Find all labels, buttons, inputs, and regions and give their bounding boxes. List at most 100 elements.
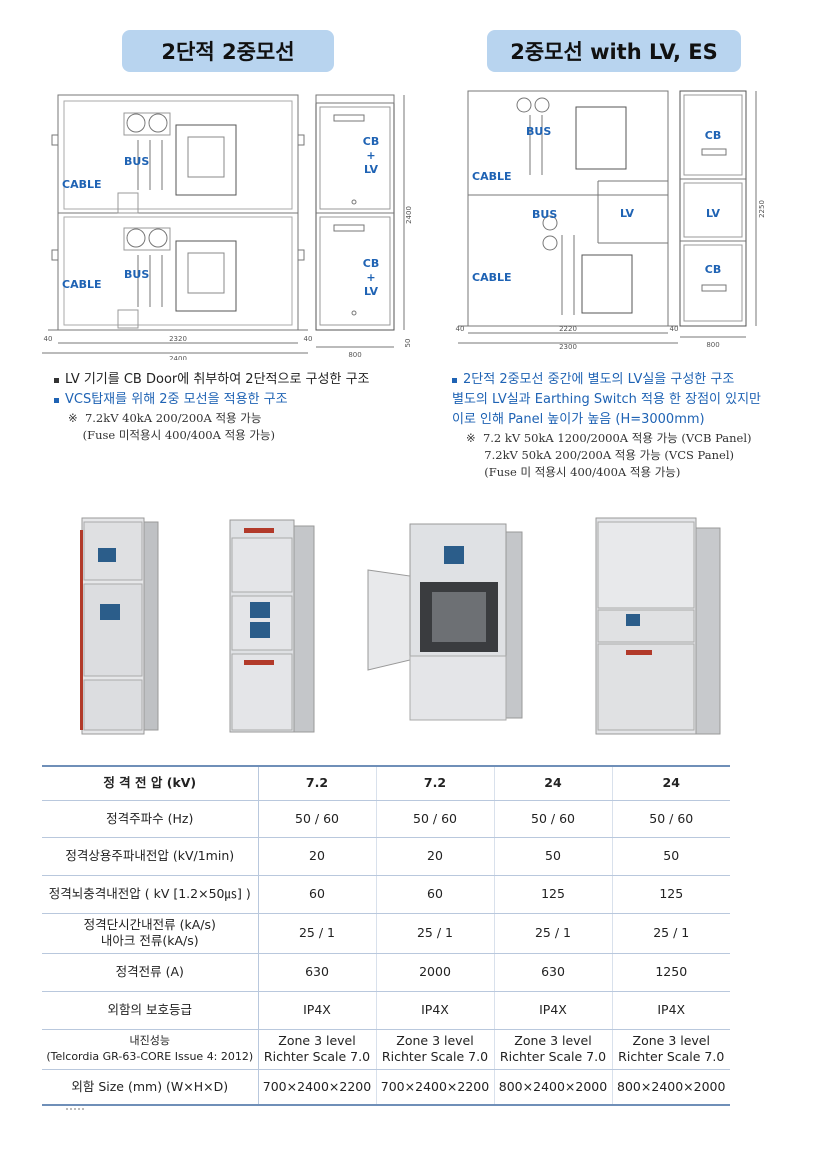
spec-cell: IP4X [375,991,494,1030]
spec-cell: 125 [493,875,612,914]
label-cb-bottom-3: LV [364,285,378,298]
label-cable-top: CABLE [62,178,102,191]
spec-cell: Zone 3 level Richter Scale 7.0 [258,1029,376,1070]
left-bullet-2: VCS탑재를 위해 2중 모선을 적용한 구조 [54,390,414,410]
r-label-lv-room: LV [620,207,634,220]
r-dim-depth: 800 [706,341,719,349]
dim-50: 50 [404,339,412,348]
left-notes: ※ 7.2kV 40kA 200/200A 적용 가능 (Fuse 미적용시 4… [68,411,276,442]
spec-cell: 630 [493,953,612,992]
spec-cell: IP4X [493,991,612,1030]
r-dim-height: 2250 [758,200,766,218]
spec-cell: 2000 [375,953,494,992]
spec-cell: 20 [375,837,494,876]
r-label-cb-top: CB [705,129,721,142]
r-dim-side-left: 40 [456,325,465,333]
label-cb-bottom-2: + [366,271,375,284]
spec-row: 내진성능 (Telcordia GR-63-CORE Issue 4: 2012… [42,1029,730,1070]
right-section-title: 2중모선 with LV, ES [487,30,741,72]
spec-cell: IP4X [258,991,376,1030]
spec-row-label: 정격뇌충격내전압 ( kV [1.2×50㎲] ) [42,875,259,914]
dim-width-inner: 2320 [169,335,187,343]
label-bus-top: BUS [124,155,149,168]
spec-cell: Zone 3 level Richter Scale 7.0 [375,1029,494,1070]
switchgear-photos [60,510,780,740]
spec-row-label: 정격단시간내전류 (kA/s) 내아크 전류(kA/s) [42,913,259,954]
spec-cell: 25 / 1 [375,913,494,954]
spec-cell: 50 [611,837,730,876]
panel-photo-4 [595,517,721,735]
spec-cell: 7.2 [258,765,376,801]
r-label-bus-top: BUS [526,125,551,138]
spec-cell: 50 / 60 [375,800,494,838]
spec-cell: 50 / 60 [258,800,376,838]
right-bullet-1-line-3: 이로 인해 Panel 높이가 높음 (H=3000mm) [452,412,705,427]
spec-row-label: 외함의 보호등급 [42,991,259,1030]
spec-cell: Zone 3 level Richter Scale 7.0 [611,1029,730,1070]
dim-height: 2400 [405,206,413,224]
label-cb-top-2: + [366,149,375,162]
r-dim-width-total: 2300 [559,343,577,350]
spec-cell: 630 [258,953,376,992]
dim-side-right: 40 [304,335,313,343]
spec-cell: 24 [611,765,730,801]
spec-cell: 800×2400×2000 [493,1069,612,1106]
label-cb-top-1: CB [363,135,379,148]
dim-depth: 800 [348,351,361,359]
label-cable-bottom: CABLE [62,278,102,291]
left-bullets: LV 기기를 CB Door에 취부하여 2단적으로 구성한 구조 VCS탑재를… [54,370,414,444]
left-technical-drawing: 2320 2400 40 40 800 2400 50 CABLE BUS CA… [38,85,418,360]
spec-cell: 20 [258,837,376,876]
r-label-cable-bottom: CABLE [472,271,512,284]
r-dim-side-right: 40 [670,325,679,333]
spec-row-label: 정격주파수 (Hz) [42,800,259,838]
spec-cell: 25 / 1 [493,913,612,954]
r-label-cb-bottom: CB [705,263,721,276]
spec-cell: 125 [611,875,730,914]
label-bus-bottom: BUS [124,268,149,281]
spec-row-label: 정격상용주파내전압 (kV/1min) [42,837,259,876]
spec-cell: 25 / 1 [611,913,730,954]
right-technical-drawing: 2220 2300 40 40 800 2250 BUS CABLE BUS C… [452,85,772,350]
label-cb-top-3: LV [364,163,378,176]
spec-cell: 60 [258,875,376,914]
right-bullets: 2단적 2중모선 중간에 별도의 LV실을 구성한 구조 별도의 LV실과 Ea… [452,370,802,481]
spec-cell: 50 / 60 [611,800,730,838]
left-section-title: 2단적 2중모선 [122,30,334,72]
page-marker [66,1108,84,1110]
spec-row-label: 외함 Size (mm) (W×H×D) [42,1069,259,1106]
spec-cell: 1250 [611,953,730,992]
spec-cell: 700×2400×2200 [258,1069,376,1106]
spec-cell: 25 / 1 [258,913,376,954]
label-cb-bottom-1: CB [363,257,379,270]
spec-row-label: 정격전류 (A) [42,953,259,992]
panel-photo-1 [80,517,159,735]
spec-cell: Zone 3 level Richter Scale 7.0 [493,1029,612,1070]
dim-width-total: 2400 [169,355,187,360]
spec-cell: 800×2400×2000 [611,1069,730,1106]
dim-side-left: 40 [44,335,53,343]
spec-cell: 700×2400×2200 [375,1069,494,1106]
r-label-bus-bottom: BUS [532,208,557,221]
right-notes: ※ 7.2 kV 50kA 1200/2000A 적용 가능 (VCB Pane… [466,431,752,479]
spec-cell: 50 [493,837,612,876]
panel-photo-2 [229,519,315,733]
spec-cell: 7.2 [375,765,494,801]
spec-row-label: 내진성능 (Telcordia GR-63-CORE Issue 4: 2012… [42,1029,259,1070]
spec-row-label: 정 격 전 압 (kV) [42,765,259,801]
left-bullet-1: LV 기기를 CB Door에 취부하여 2단적으로 구성한 구조 [54,370,414,390]
panel-photo-3 [367,523,523,721]
r-label-lv-side: LV [706,207,720,220]
r-label-cable-top: CABLE [472,170,512,183]
r-dim-width-inner: 2220 [559,325,577,333]
right-bullet-1: 2단적 2중모선 중간에 별도의 LV실을 구성한 구조 [452,370,802,390]
